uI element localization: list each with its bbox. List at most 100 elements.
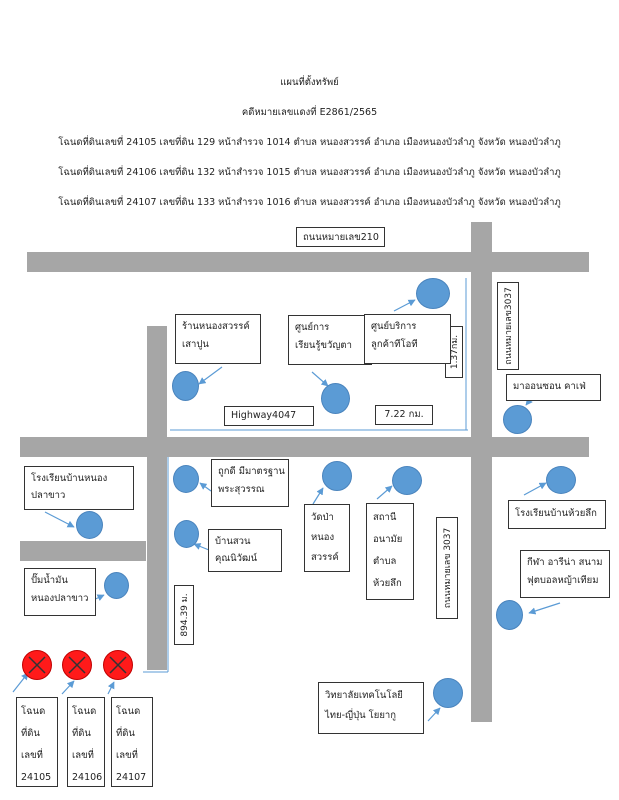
road-3037-bottom-text: ถนนหมายเลข 3037 xyxy=(443,527,453,609)
property-marker-24107 xyxy=(103,650,133,680)
arrow-garden xyxy=(193,543,210,551)
label-cafe-line1: มาออนซอน คาเฟ่ xyxy=(513,381,586,392)
arrow-school-huailuek xyxy=(523,482,547,496)
marker-stadium xyxy=(496,600,523,630)
label-school-plakhao-line2: ปลาขาว xyxy=(31,490,66,501)
marker-school-plakhao xyxy=(76,511,103,539)
label-health-line3: ตำบล xyxy=(373,556,397,567)
parcel-24106-line1: โฉนด xyxy=(72,706,97,717)
label-gas-line1: ปั๊มน้ำมัน xyxy=(31,575,68,586)
deed-line-1: โฉนดที่ดินเลขที่ 24105 เลขที่ดิน 129 หน้… xyxy=(58,137,561,148)
marker-learning xyxy=(321,383,350,414)
highway-text: Highway4047 xyxy=(231,410,297,421)
road-210-text: ถนนหมายเลข210 xyxy=(303,232,379,243)
west-vertical-road xyxy=(147,326,167,670)
road-210 xyxy=(27,252,589,272)
label-cafe: มาออนซอน คาเฟ่ xyxy=(506,374,601,401)
label-health: สถานี อนามัย ตำบล ห้วยลึก xyxy=(366,503,414,600)
label-gas-line2: หนองปลาขาว xyxy=(31,593,89,604)
label-health-line2: อนามัย xyxy=(373,534,403,545)
label-garden: บ้านสวน คุณนิวัฒน์ xyxy=(208,529,282,572)
label-college-line2: ไทย-ญี่ปุ่น โยยากู xyxy=(325,710,396,721)
marker-college xyxy=(433,678,463,708)
case-number: คดีหมายเลขแดงที่ E2861/2565 xyxy=(241,107,378,118)
parcel-label-24106: โฉนด ที่ดิน เลขที่ 24106 xyxy=(67,697,105,787)
label-shop-line1: ร้านหนองสวรรค์ xyxy=(182,321,250,332)
label-temple-line3: สวรรค์ xyxy=(311,552,339,563)
label-temple-line1: วัดป่า xyxy=(311,512,334,523)
label-stadium: กีฬา อารีน่า สนาม ฟุตบอลหญ้าเทียม xyxy=(520,550,610,598)
label-stadium-line1: กีฬา อารีน่า สนาม xyxy=(527,557,603,568)
parcel-24105-line3: เลขที่ xyxy=(21,750,43,761)
marker-temple xyxy=(322,461,352,491)
parcel-24106-line4: 24106 xyxy=(72,772,103,783)
arrow-learning xyxy=(311,371,329,387)
label-college-line1: วิทยาลัยเทคโนโลยี xyxy=(325,690,403,701)
parcel-24105-line1: โฉนด xyxy=(21,706,46,717)
marker-dorm xyxy=(173,465,199,493)
parcel-24107-line3: เลขที่ xyxy=(116,750,138,761)
road-3037-top-text: ถนนหมายเลข3037 xyxy=(504,287,514,365)
label-garden-line1: บ้านสวน xyxy=(215,536,251,547)
label-gas: ปั๊มน้ำมัน หนองปลาขาว xyxy=(24,568,96,616)
label-health-line4: ห้วยลึก xyxy=(373,578,402,589)
x-icon xyxy=(68,656,86,674)
label-service: ศูนย์บริการ ลูกค้าทีโอที xyxy=(364,314,451,364)
arrow-stadium xyxy=(528,602,561,615)
parcel-24107-line2: ที่ดิน xyxy=(116,728,135,739)
road-3037-bottom-label: ถนนหมายเลข 3037 xyxy=(436,517,458,619)
marker-gas xyxy=(104,572,129,599)
label-learning: ศูนย์การ เรียนรู้ขวัญตา xyxy=(288,315,372,365)
distance-2-text: 7.22 กม. xyxy=(384,409,424,420)
label-service-line2: ลูกค้าทีโอที xyxy=(371,339,418,351)
label-learning-line2: เรียนรู้ขวัญตา xyxy=(295,340,352,352)
label-college: วิทยาลัยเทคโนโลยี ไทย-ญี่ปุ่น โยยากู xyxy=(318,682,424,734)
arrow-dorm xyxy=(199,482,212,492)
map-title: แผนที่ตั้งทรัพย์ xyxy=(280,77,339,88)
arrow-college xyxy=(427,707,441,722)
arrow-service xyxy=(393,299,416,312)
marker-service xyxy=(416,278,450,309)
label-garden-line2: คุณนิวัฒน์ xyxy=(215,553,258,564)
label-temple: วัดป่า หนอง สวรรค์ xyxy=(304,504,350,572)
distance-label-2: 7.22 กม. xyxy=(375,405,433,425)
deed-line-3: โฉนดที่ดินเลขที่ 24107 เลขที่ดิน 133 หน้… xyxy=(58,197,561,208)
road-3037 xyxy=(471,222,492,722)
label-temple-line2: หนอง xyxy=(311,532,335,543)
parcel-label-24107: โฉนด ที่ดิน เลขที่ 24107 xyxy=(111,697,153,787)
label-health-line1: สถานี xyxy=(373,512,397,523)
arrow-temple xyxy=(312,487,324,505)
parcel-label-24105: โฉนด ที่ดิน เลขที่ 24105 xyxy=(16,697,58,787)
west-branch-road xyxy=(20,541,146,561)
x-icon xyxy=(109,656,127,674)
parcel-24105-line4: 24105 xyxy=(21,772,52,783)
highway-label: Highway4047 xyxy=(224,406,314,426)
arrow-shop xyxy=(198,366,223,385)
property-marker-24106 xyxy=(62,650,92,680)
label-shop: ร้านหนองสวรรค์ เสาปูน xyxy=(175,314,261,364)
label-dorm-line1: ถูกดี มีมาตรฐาน xyxy=(218,466,285,477)
label-dorm-line2: พระสุวรรณ xyxy=(218,484,265,495)
label-stadium-line2: ฟุตบอลหญ้าเทียม xyxy=(527,575,599,586)
arrow-parcel-24106 xyxy=(61,680,75,695)
distance-label-3: 894.39 ม. xyxy=(174,585,194,645)
marker-health xyxy=(392,466,422,495)
distance-3-text: 894.39 ม. xyxy=(180,593,190,637)
label-school-plakhao-line1: โรงเรียนบ้านหนอง xyxy=(31,473,108,484)
arrow-parcel-24107 xyxy=(107,681,115,695)
label-service-line1: ศูนย์บริการ xyxy=(371,321,417,332)
marker-garden xyxy=(174,520,199,548)
deed-line-2: โฉนดที่ดินเลขที่ 24106 เลขที่ดิน 132 หน้… xyxy=(58,167,561,178)
arrow-health xyxy=(376,485,393,500)
label-dorm: ถูกดี มีมาตรฐาน พระสุวรรณ xyxy=(211,459,289,507)
parcel-24107-line1: โฉนด xyxy=(116,706,141,717)
marker-school-huailuek xyxy=(546,466,576,494)
property-marker-24105 xyxy=(22,650,52,680)
label-school-plakhao: โรงเรียนบ้านหนอง ปลาขาว xyxy=(24,466,134,510)
parcel-24106-line2: ที่ดิน xyxy=(72,728,91,739)
label-school-huailuek: โรงเรียนบ้านห้วยลึก xyxy=(508,500,606,529)
parcel-24107-line4: 24107 xyxy=(116,772,147,783)
road-3037-top-label: ถนนหมายเลข3037 xyxy=(497,282,519,370)
parcel-24106-line3: เลขที่ xyxy=(72,750,94,761)
arrow-parcel-24105 xyxy=(12,672,29,693)
